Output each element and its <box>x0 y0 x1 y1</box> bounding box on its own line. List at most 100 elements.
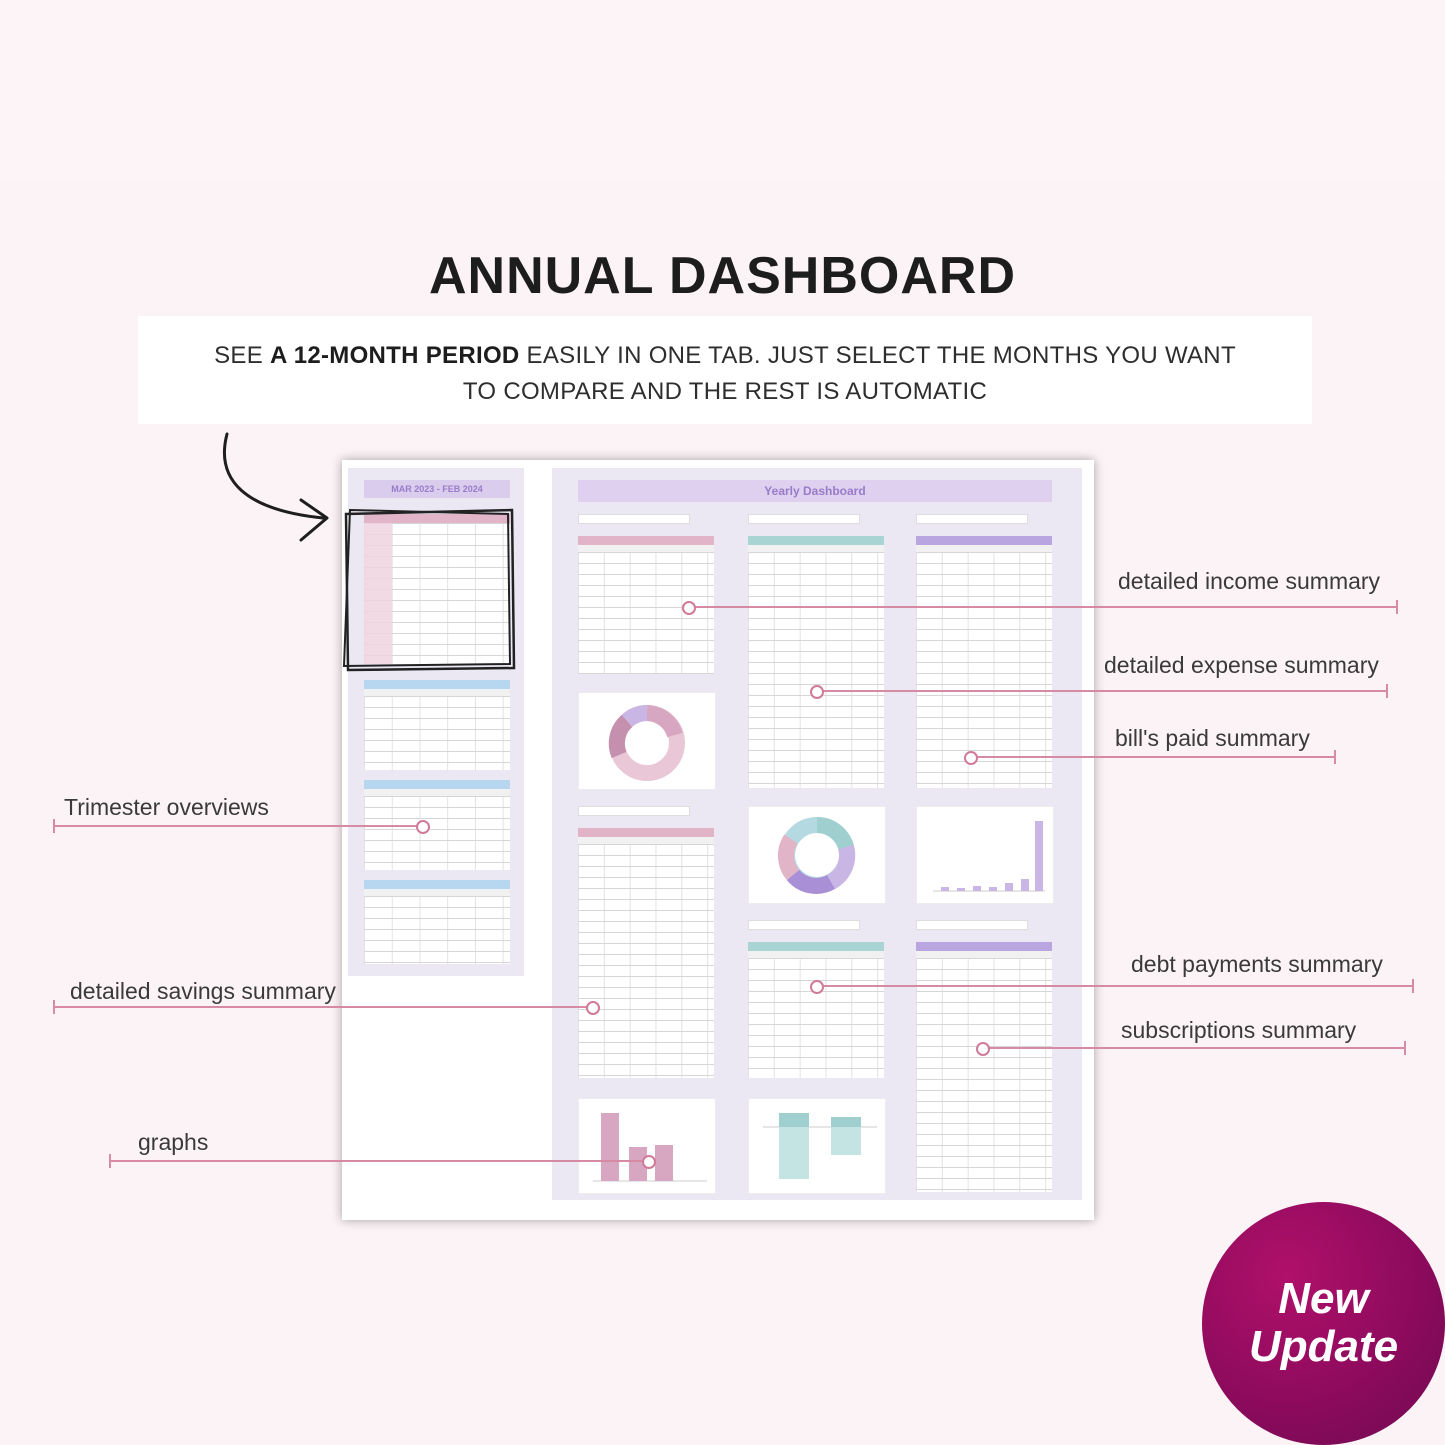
annotation-subscriptions: subscriptions summary <box>1121 1017 1357 1043</box>
annotation-debt: debt payments summary <box>1131 951 1383 977</box>
subscriptions-subheader <box>916 951 1052 958</box>
subscriptions-grid <box>916 958 1052 1192</box>
bills-selector[interactable] <box>916 514 1028 524</box>
annotation-income-tick <box>1396 600 1398 614</box>
subtitle-text: SEE A 12-MONTH PERIOD EASILY IN ONE TAB.… <box>138 338 1312 410</box>
savings-bar-chart-card <box>578 1098 716 1194</box>
annotation-subscriptions-line <box>982 1047 1406 1049</box>
new-update-badge: New Update <box>1202 1202 1445 1445</box>
annotation-debt-line <box>816 985 1414 987</box>
annotation-expense: detailed expense summary <box>1104 652 1379 678</box>
trimester-1-subheader <box>364 689 510 696</box>
debt-subheader <box>748 951 884 958</box>
bills-header <box>916 536 1052 545</box>
trimester-2-grid <box>364 796 510 870</box>
bills-bar-chart-card <box>916 806 1054 904</box>
annotation-expense-dot <box>810 685 824 699</box>
pointer-arrow-icon <box>222 432 329 542</box>
annotation-savings: detailed savings summary <box>70 978 336 1004</box>
annotation-savings-tick <box>53 1000 55 1014</box>
subscriptions-summary-table <box>916 942 1052 1192</box>
debt-bar-chart-card <box>748 1098 886 1194</box>
expense-selector[interactable] <box>748 514 860 524</box>
savings-summary-table <box>578 828 714 1078</box>
annotation-debt-tick <box>1412 979 1414 993</box>
trimester-1-header <box>364 680 510 689</box>
expense-subheader <box>748 545 884 552</box>
yearly-dashboard-title: Yearly Dashboard <box>578 480 1052 502</box>
annotation-graphs-dot <box>642 1155 656 1169</box>
savings-selector[interactable] <box>578 806 690 816</box>
savings-grid <box>578 844 714 1078</box>
left-panel: MAR 2023 - FEB 2024 <box>342 468 524 976</box>
month-range-table <box>364 514 510 664</box>
subtitle-box: SEE A 12-MONTH PERIOD EASILY IN ONE TAB.… <box>138 316 1312 424</box>
trimester-3-subheader <box>364 889 510 896</box>
annotation-trimester: Trimester overviews <box>64 794 269 820</box>
annotation-graphs-line <box>110 1160 650 1162</box>
month-range-col <box>364 523 392 664</box>
debt-summary-table <box>748 942 884 1078</box>
annotation-graphs: graphs <box>138 1129 209 1155</box>
annotation-income: detailed income summary <box>1118 568 1381 594</box>
annotation-trimester-line <box>54 825 424 827</box>
trimester-table-3 <box>364 880 510 964</box>
subtitle-line2: TO COMPARE AND THE REST IS AUTOMATIC <box>462 378 988 405</box>
annotation-bills-tick <box>1334 750 1336 764</box>
highlight-box <box>342 508 516 672</box>
badge-line1: New <box>1278 1274 1369 1323</box>
debt-bar-chart <box>763 1113 877 1179</box>
annotation-bills-dot <box>964 751 978 765</box>
annotation-trimester-dot <box>416 820 430 834</box>
debt-grid <box>748 958 884 1078</box>
bills-subheader <box>916 545 1052 552</box>
bills-summary-table <box>916 536 1052 788</box>
trimester-3-header <box>364 880 510 889</box>
annotation-trimester-tick <box>53 819 55 833</box>
trimester-1-grid <box>364 696 510 770</box>
income-selector[interactable] <box>578 514 690 524</box>
expense-donut-chart <box>777 816 856 894</box>
annotation-subscriptions-tick <box>1404 1041 1406 1055</box>
savings-header <box>578 828 714 837</box>
annotation-savings-line <box>54 1006 594 1008</box>
page-title: ANNUAL DASHBOARD <box>428 247 1017 305</box>
savings-bar-chart <box>593 1113 707 1182</box>
annotation-bills: bill's paid summary <box>1115 725 1310 751</box>
annotation-subscriptions-dot <box>976 1042 990 1056</box>
bills-grid <box>916 552 1052 788</box>
subscriptions-header <box>916 942 1052 951</box>
income-donut-card <box>578 692 716 790</box>
subtitle-post: EASILY IN ONE TAB. JUST SELECT THE MONTH… <box>519 342 1236 369</box>
trimester-2-header <box>364 780 510 789</box>
expense-header <box>748 536 884 545</box>
savings-subheader <box>578 837 714 844</box>
income-donut-chart <box>608 705 685 781</box>
month-range-header <box>364 514 510 523</box>
subtitle-bold: A 12-MONTH PERIOD <box>269 342 520 369</box>
debt-header <box>748 942 884 951</box>
annotation-expense-tick <box>1386 684 1388 698</box>
dashboard-screenshot: MAR 2023 - FEB 2024 Yea <box>342 460 1094 1220</box>
trimester-2-subheader <box>364 789 510 796</box>
debt-selector[interactable] <box>748 920 860 930</box>
badge-line2: Update <box>1248 1322 1399 1371</box>
right-panel: Yearly Dashboard <box>552 468 1082 1200</box>
expense-donut-card <box>748 806 886 904</box>
annotation-graphs-tick <box>109 1154 111 1168</box>
expense-grid <box>748 552 884 788</box>
annotation-expense-line <box>816 690 1388 692</box>
annotation-bills-line <box>970 756 1336 758</box>
bills-bar-chart <box>933 821 1045 892</box>
annotation-debt-dot <box>810 980 824 994</box>
annotation-savings-dot <box>586 1001 600 1015</box>
subscriptions-selector[interactable] <box>916 920 1028 930</box>
trimester-3-grid <box>364 896 510 964</box>
expense-summary-table <box>748 536 884 788</box>
annotation-income-line <box>688 606 1398 608</box>
top-band <box>0 0 1445 182</box>
income-subheader <box>578 545 714 552</box>
trimester-table-1 <box>364 680 510 770</box>
income-header <box>578 536 714 545</box>
annotation-income-dot <box>682 601 696 615</box>
